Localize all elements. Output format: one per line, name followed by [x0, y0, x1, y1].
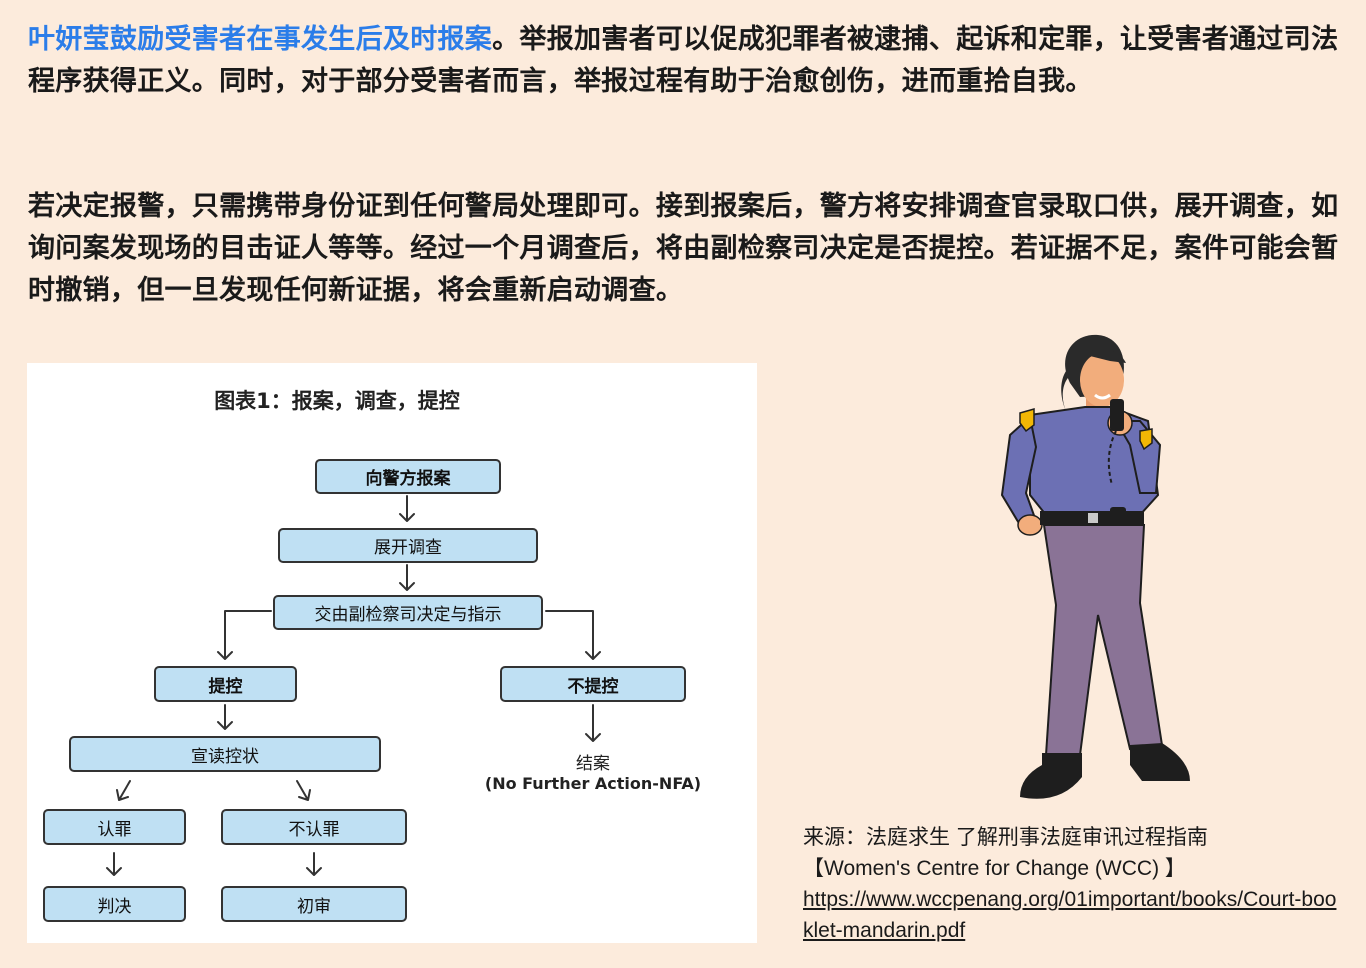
node-prosecute: 提控 — [154, 666, 297, 702]
source-organization: 【Women's Centre for Change (WCC) 】 — [803, 857, 1186, 880]
node-no-prosecute: 不提控 — [500, 666, 686, 702]
intro-text: 。举报加害者可以促成犯罪者被逮捕、起诉和定罪，让受害者通过司法程序获得正义。同时… — [28, 24, 1339, 97]
node-guilty: 认罪 — [43, 809, 186, 845]
arrow — [545, 610, 601, 660]
arrow — [399, 564, 415, 591]
node-nfa: (No Further Action-NFA) — [484, 774, 702, 793]
node-report: 向警方报案 — [315, 459, 501, 494]
arrow — [106, 852, 122, 876]
flowchart-connectors — [106, 495, 601, 876]
arrow — [217, 704, 233, 730]
flowchart-panel: 图表1：报案，调查，提控 向警方报案 展开调查 交由副检察司决定与指示 提控 不… — [27, 363, 757, 943]
arrow — [217, 610, 272, 660]
flowchart-title: 图表1：报案，调查，提控 — [214, 389, 460, 413]
reporting-paragraph: 若决定报警，只需携带身份证到任何警局处理即可。接到报案后，警方将安排调查官录取口… — [28, 191, 1339, 306]
arrow — [296, 780, 311, 801]
source-citation: 来源：法庭求生 了解刑事法庭审讯过程指南 【Women's Centre for… — [803, 822, 1343, 946]
arrow — [585, 704, 601, 742]
police-officer-illustration — [1000, 334, 1190, 799]
source-title: 来源：法庭求生 了解刑事法庭审讯过程指南 — [803, 826, 1208, 849]
node-verdict: 判决 — [43, 886, 186, 922]
node-not-guilty: 不认罪 — [221, 809, 407, 845]
node-investigate: 展开调查 — [278, 528, 538, 563]
intro-paragraph: 叶妍莹鼓励受害者在事发生后及时报案。举报加害者可以促成犯罪者被逮捕、起诉和定罪，… — [28, 19, 1343, 103]
node-dpp-decision: 交由副检察司决定与指示 — [273, 595, 543, 630]
node-read-charge: 宣读控状 — [69, 736, 381, 772]
highlighted-text: 叶妍莹鼓励受害者在事发生后及时报案 — [28, 24, 493, 55]
arrow — [399, 495, 415, 522]
arrow — [116, 780, 131, 801]
node-case-closed: 结案 — [576, 754, 610, 774]
arrow — [306, 852, 322, 876]
source-link[interactable]: https://www.wccpenang.org/01important/bo… — [803, 888, 1337, 942]
node-trial: 初审 — [221, 886, 407, 922]
